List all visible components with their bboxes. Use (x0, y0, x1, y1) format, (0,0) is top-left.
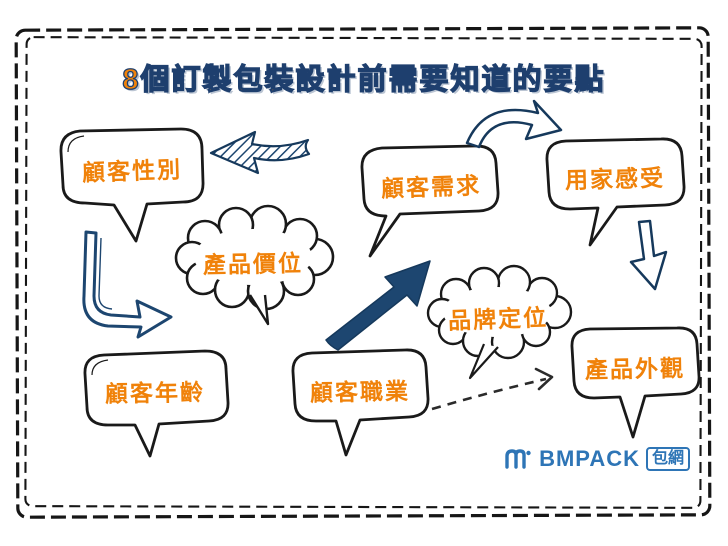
bubble-label-user-feeling: 用家感受 (564, 164, 666, 194)
right-down-arrow (629, 219, 668, 291)
logo-brand-text: BMPACK (539, 446, 640, 471)
logo-suffix-text: 包網 (645, 447, 690, 471)
bubble-label-customer-age: 顧客年齡 (104, 379, 206, 407)
bubble-label-customer-occupation: 顧客職業 (309, 378, 411, 406)
bubble-label-customer-gender: 顧客性別 (81, 156, 183, 186)
dashed-right-arrow (431, 367, 554, 411)
speech-bubble-customer-needs (360, 144, 500, 258)
page-title: 8個訂製包裝設計前需要知道的要點 (122, 63, 606, 96)
bubble-label-product-appearance: 產品外觀 (584, 355, 686, 383)
speech-bubble-user-feeling (545, 137, 686, 247)
speech-bubble-product-appearance (570, 326, 701, 439)
speech-bubble-customer-age (83, 349, 230, 458)
cloud-bubble-product-price (174, 204, 335, 326)
bent-down-arrow (82, 230, 173, 339)
bmpack-logo-icon (505, 449, 531, 469)
hatched-left-arrow (209, 130, 311, 175)
bmpack-logo: BMPACK 包網 (503, 446, 690, 472)
curved-top-arrow (465, 99, 563, 149)
speech-bubble-customer-gender (59, 127, 205, 243)
sketch-border (14, 26, 712, 519)
bubble-label-customer-needs: 顧客需求 (380, 172, 482, 202)
solid-up-right-arrow (325, 260, 431, 351)
bubble-label-product-price: 產品價位 (202, 250, 304, 278)
speech-bubble-customer-occupation (291, 348, 430, 457)
cloud-bubble-brand-positioning (426, 264, 573, 380)
bubble-label-brand-positioning: 品牌定位 (447, 304, 549, 334)
